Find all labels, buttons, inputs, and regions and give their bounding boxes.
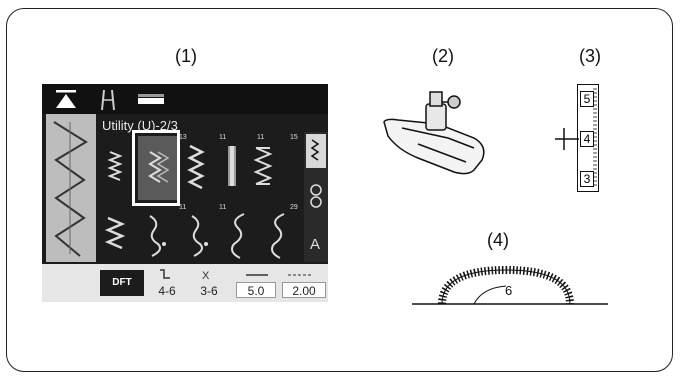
gauge-pointer-cap [562,128,566,150]
tension-icon [160,270,170,278]
pattern-number: 11 [179,204,186,211]
width-icon: X [202,270,210,282]
svg-text:X: X [202,270,210,282]
presser-foot-icon [138,94,164,104]
dft-button: DFT [100,270,144,296]
lcd-screen: A Utility (U)-2/3 [42,84,328,302]
gauge-value-selected: 4 [580,131,594,147]
lcd-top-icons [42,84,328,114]
pattern-4-icon [228,146,236,186]
pattern-number: 11 [219,204,226,211]
pattern-number: 11 [257,134,264,141]
pattern-10-icon [272,214,284,258]
lcd-top-bar [42,84,328,114]
needle-icon [102,90,114,110]
dial-value: 6 [505,283,512,298]
label-1: (1) [166,46,206,67]
pattern-number: 13 [179,134,187,141]
pattern-7-icon [150,216,166,256]
label-3: (3) [570,46,610,67]
param-pressure: 2.00 [282,284,326,298]
gauge-value: 3 [580,171,594,187]
stitch-width-gauge: 5 4 3 [577,84,599,192]
pattern-9-icon [232,214,244,258]
pattern-8-icon [192,216,208,256]
stitch-preview-zigzag-icon [46,114,96,262]
pattern-6-icon [108,218,122,248]
presser-foot-illustration [378,86,490,182]
param-width: 3-6 [192,284,226,298]
up-arrow-icon [56,90,76,108]
pattern-number: 29 [290,204,298,211]
utility-mode-icon [306,134,326,168]
lcd-stitch-preview [46,114,96,262]
pattern-5-icon [256,148,270,184]
alphabet-mode-letter: A [310,236,320,253]
bobbin-mode-icon [311,185,321,207]
stitch-pattern-grid [98,132,304,264]
gauge-value: 5 [580,91,594,107]
param-length: 5.0 [236,284,276,298]
pattern-number: 15 [290,134,298,141]
presser-foot-icon [384,92,484,174]
pattern-1-icon [110,152,120,180]
label-2: (2) [423,46,463,67]
selected-pattern-highlight [132,130,180,206]
pattern-number: 11 [219,134,226,141]
param-tension: 4-6 [150,284,184,298]
pattern-3-icon [190,146,202,188]
gauge-pointer-icon [555,136,579,142]
dial-indicator-arc [474,286,506,304]
label-4: (4) [478,230,518,251]
